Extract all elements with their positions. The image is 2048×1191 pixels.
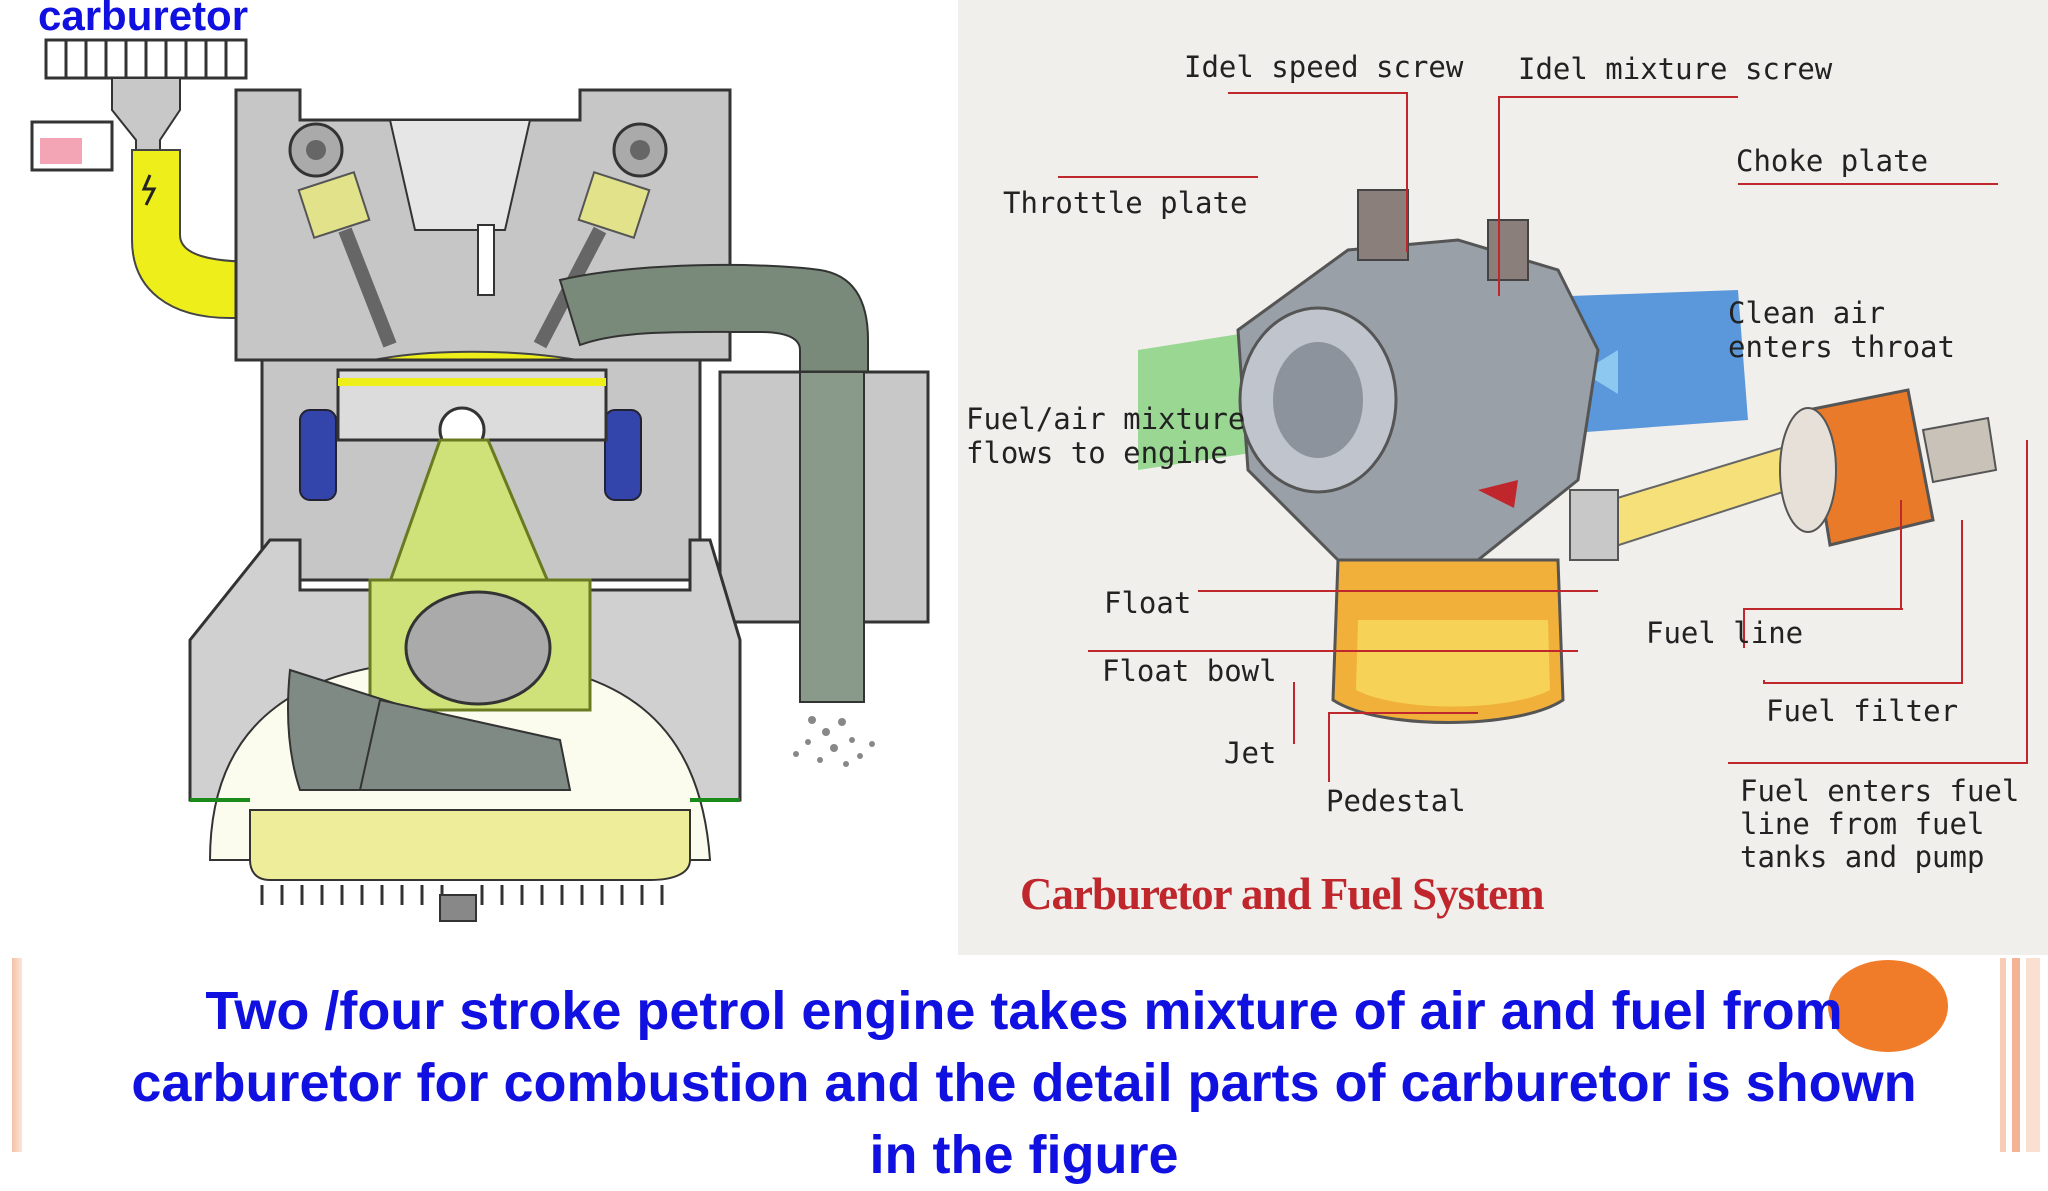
label-fuel-line: Fuel line <box>1646 616 1804 650</box>
label-fuel-enters-1: Fuel enters fuel <box>1740 774 2020 808</box>
engine-diagram-title: carburetor <box>38 0 249 39</box>
label-fuel-air-1: Fuel/air mixture <box>966 402 1246 436</box>
label-float: Float <box>1104 586 1192 620</box>
label-idle-mixture-screw: Idel mixture screw <box>1518 52 1833 86</box>
leader-idle-mixture <box>1498 96 1738 98</box>
leader-jet <box>1293 682 1295 744</box>
label-idle-speed-screw: Idel speed screw <box>1184 50 1464 84</box>
engine-cross-section-image <box>30 38 930 922</box>
leader-float <box>1198 590 1598 592</box>
air-filter <box>44 38 248 80</box>
carburetor-diagram-title: Carburetor and Fuel System <box>1020 869 1545 919</box>
label-float-bowl: Float bowl <box>1102 654 1277 688</box>
slide-caption: Two /four stroke petrol engine takes mix… <box>0 975 2048 1191</box>
leader-fuel-filter <box>1763 682 1963 684</box>
label-fuel-enters-2: line from fuel <box>1740 807 1985 841</box>
carburetor-diagram: Idel speed screw Idel mixture screw Chok… <box>958 0 2048 955</box>
label-jet: Jet <box>1224 736 1277 770</box>
spark-plug <box>477 224 495 296</box>
leader-pedestal <box>1328 712 1330 782</box>
caption-line-1: Two /four stroke petrol engine takes mix… <box>205 981 1843 1041</box>
left-stripe <box>12 958 22 1152</box>
label-fuel-air-2: flows to engine <box>966 436 1228 470</box>
leader-choke <box>1738 183 1998 185</box>
leader-fuel-line <box>1743 608 1745 648</box>
label-clean-air-1: Clean air <box>1728 296 1886 330</box>
label-choke-plate: Choke plate <box>1736 144 1929 178</box>
label-fuel-enters-3: tanks and pump <box>1740 840 1985 874</box>
leader-throttle <box>1058 176 1258 178</box>
label-throttle-plate: Throttle plate <box>1003 186 1248 220</box>
label-pedestal: Pedestal <box>1326 784 1466 818</box>
engine-diagram: carburetor <box>0 0 950 955</box>
label-clean-air-2: enters throat <box>1728 330 1955 364</box>
caption-line-3: in the figure <box>869 1125 1179 1185</box>
label-fuel-filter: Fuel filter <box>1766 694 1959 728</box>
caption-line-2: carburetor for combustion and the detail… <box>131 1053 1917 1113</box>
leader-fuel-enters <box>1728 762 2028 764</box>
leader-float-bowl <box>1088 650 1578 652</box>
leader-idle-speed <box>1228 92 1408 94</box>
carburetor-illustration <box>1138 189 1998 724</box>
slide-dot <box>1828 960 1948 1052</box>
